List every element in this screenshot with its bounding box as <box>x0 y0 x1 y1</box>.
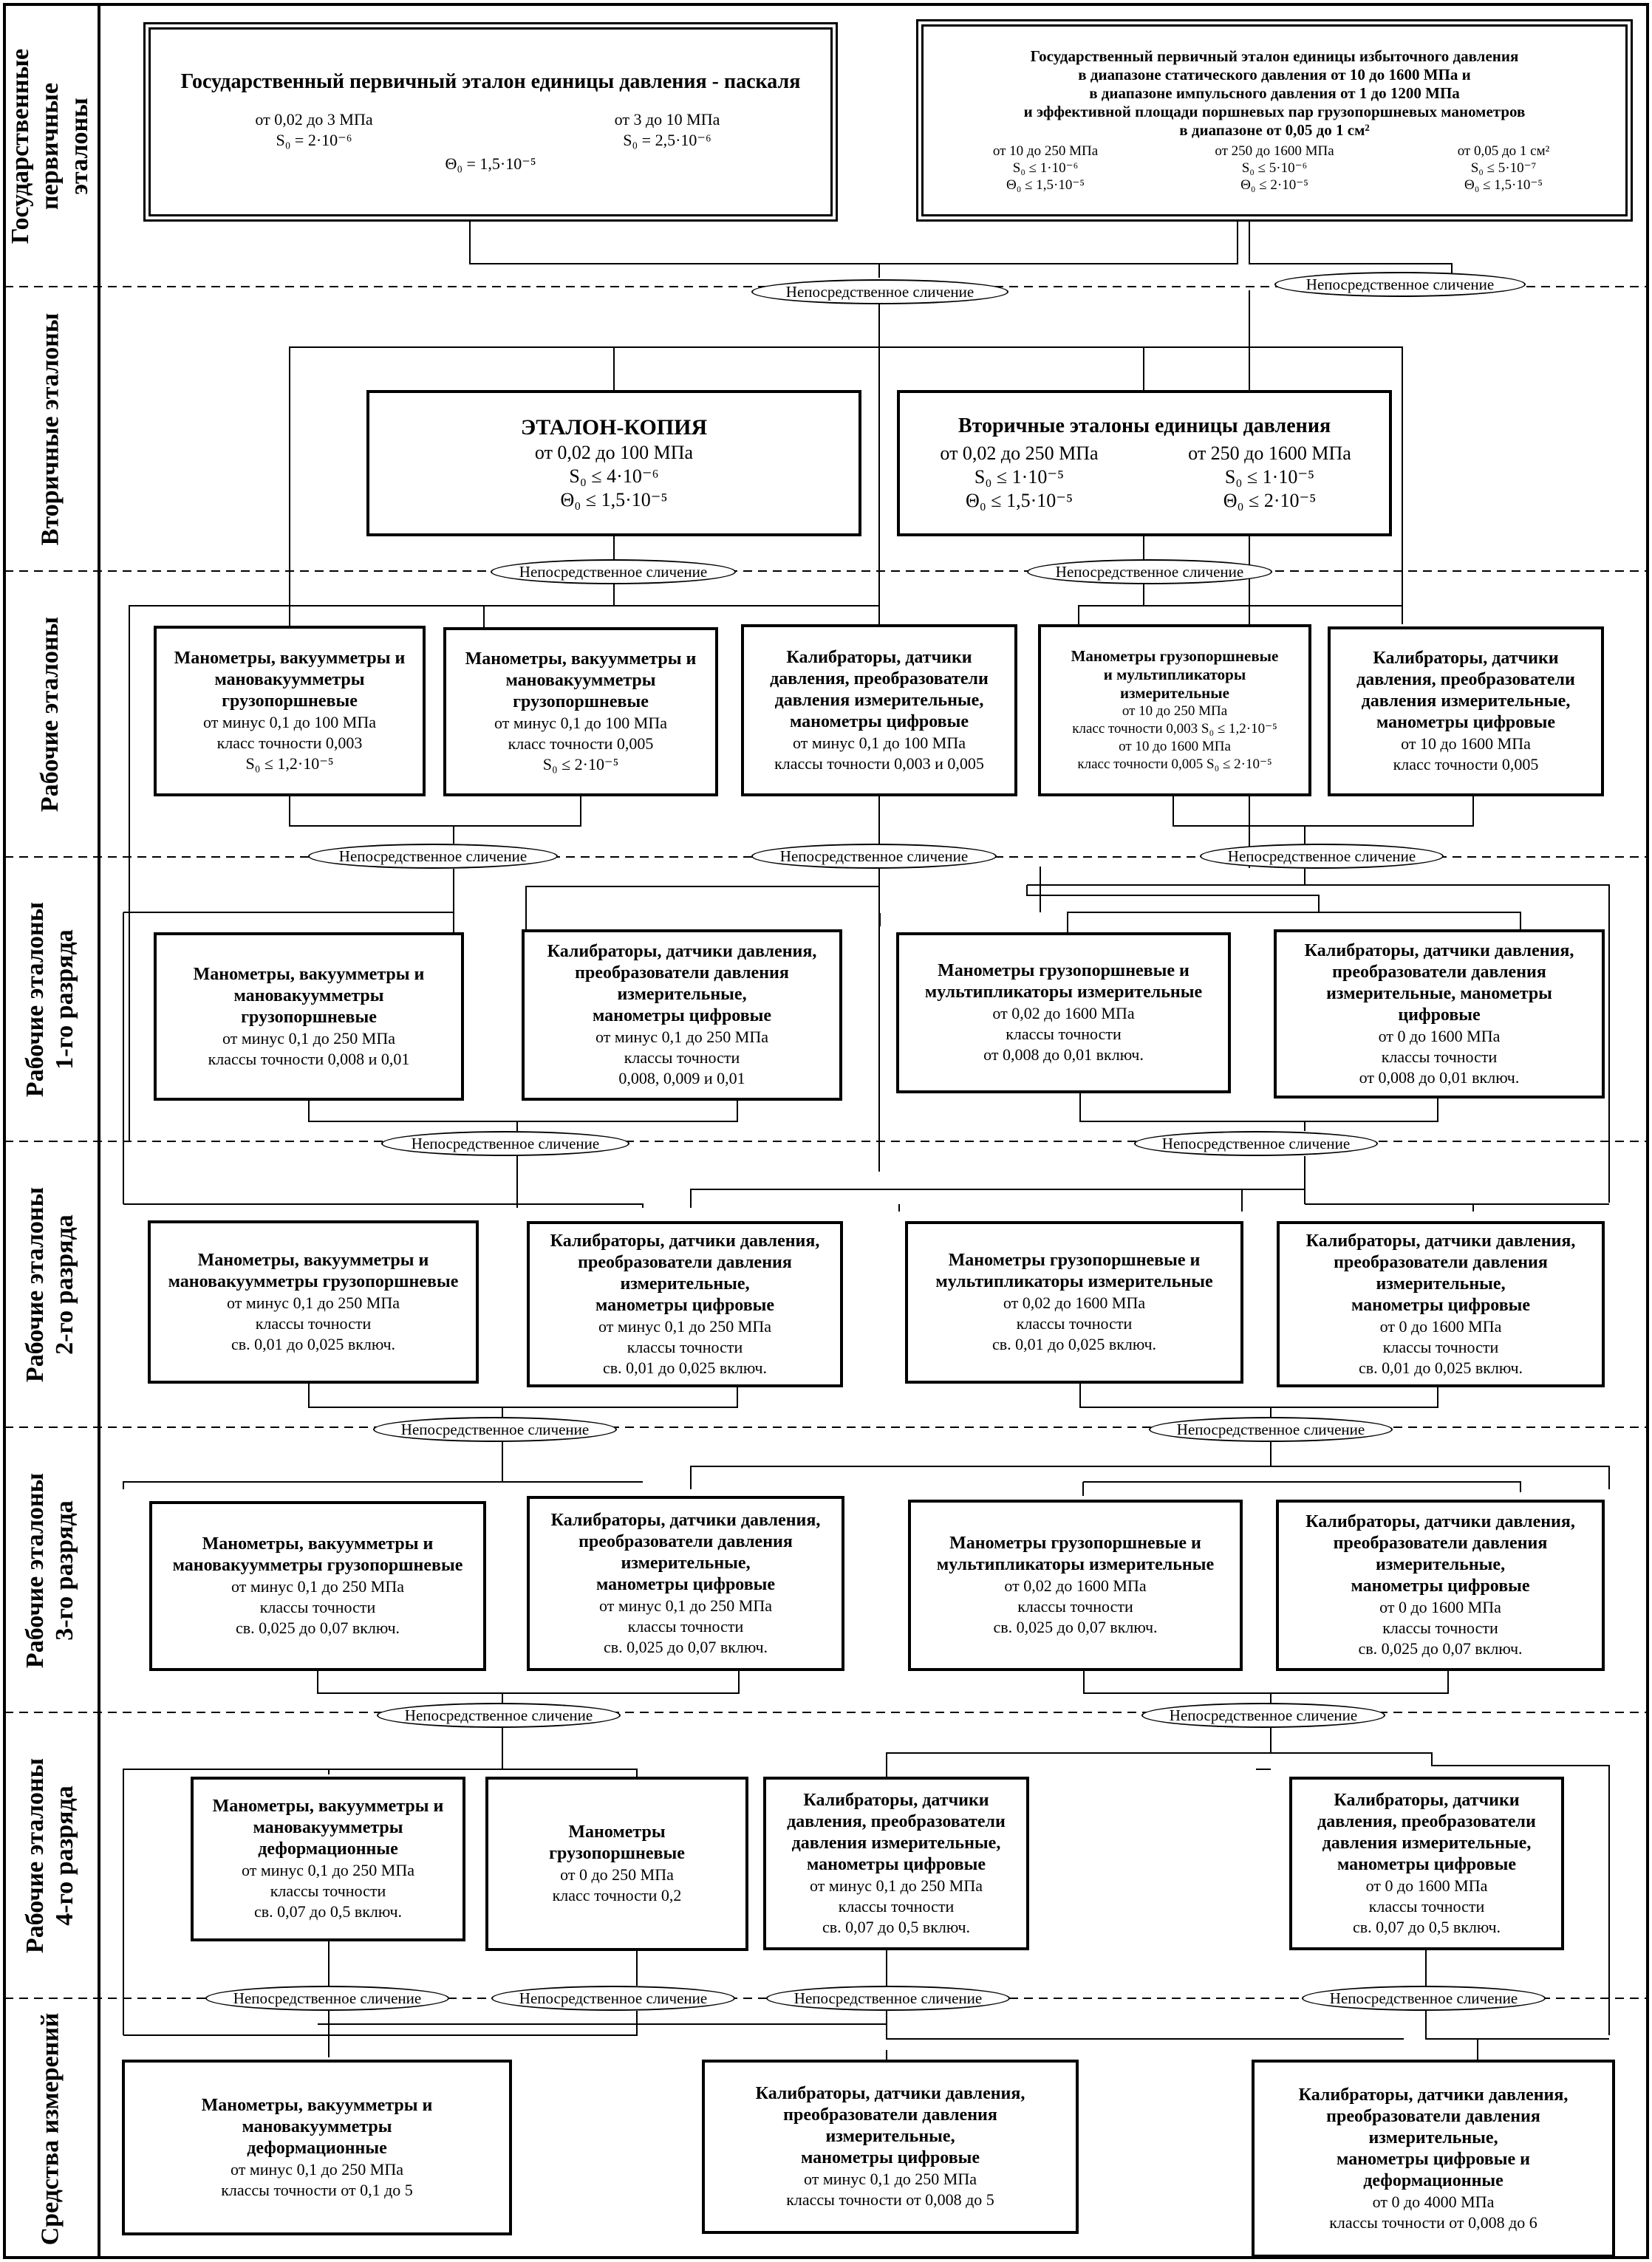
instruments-deformation-gauges: Манометры, вакуумметры и мановакуумметры… <box>122 2060 512 2235</box>
working-calibrators-high-range: Калибраторы, датчики давления, преобразо… <box>1328 626 1604 796</box>
rank4-calibrators: Калибраторы, датчики давления, преобразо… <box>763 1777 1029 1950</box>
connector-lines <box>123 222 1610 2060</box>
level-label-rank1: Рабочие эталоны 1-го разряда <box>21 901 78 1098</box>
level-label-secondary: Вторичные эталоны <box>36 312 64 546</box>
working-deadweight-multipliers: Манометры грузопоршневые и мультипликато… <box>1038 624 1311 796</box>
comparison-label: Непосредственное сличение <box>381 1131 629 1156</box>
level-label-rank4: Рабочие эталоны 4-го разряда <box>21 1757 78 1954</box>
rank1-calibrators: Калибраторы, датчики давления, преобразо… <box>522 929 842 1101</box>
primary-excess-title: Государственный первичный эталон единицы… <box>1023 47 1526 139</box>
working-deadweight-gauges-0005: Манометры, вакуумметры и мановакуумметры… <box>443 627 718 796</box>
comparison-label: Непосредственное сличение <box>1149 1417 1393 1442</box>
comparison-label: Непосредственное сличение <box>1274 272 1526 297</box>
rank2-calibrators: Калибраторы, датчики давления, преобразо… <box>527 1221 843 1387</box>
comparison-label: Непосредственное сличение <box>1302 1986 1546 2011</box>
rank3-deadweight-gauges: Манометры, вакуумметры и мановакуумметры… <box>149 1501 486 1671</box>
rank1-deadweight-gauges: Манометры, вакуумметры и мановакуумметры… <box>154 932 464 1101</box>
instruments-calibrators-deformation: Калибраторы, датчики давления, преобразо… <box>1252 2060 1615 2258</box>
level-label-primary: Государственные первичные эталоны <box>7 48 94 244</box>
comparison-label: Непосредственное сличение <box>766 1986 1010 2011</box>
comparison-label: Непосредственное сличение <box>308 844 558 869</box>
primary-standard-pascal: Государственный первичный эталон единицы… <box>143 22 838 222</box>
instruments-calibrators: Калибраторы, датчики давления, преобразо… <box>702 2060 1079 2234</box>
primary-excess-params: от 10 до 250 МПа S₀ ≤ 1·10⁻⁶ Θ₀ ≤ 1,5·10… <box>992 143 1550 193</box>
level-label-instruments: Средства измерений <box>36 2012 64 2245</box>
secondary-standard-copy: ЭТАЛОН-КОПИЯ от 0,02 до 100 МПа S₀ ≤ 4·1… <box>366 390 861 536</box>
rank3-calibrators-high-range: Калибраторы, датчики давления, преобразо… <box>1276 1500 1605 1671</box>
rank1-deadweight-multipliers: Манометры грузопоршневые и мультипликато… <box>896 932 1231 1093</box>
comparison-label: Непосредственное сличение <box>1141 1703 1385 1728</box>
primary-standard-excess-pressure: Государственный первичный эталон единицы… <box>916 19 1633 222</box>
rank2-deadweight-multipliers: Манометры грузопоршневые и мультипликато… <box>905 1221 1243 1384</box>
rank2-deadweight-gauges: Манометры, вакуумметры и мановакуумметры… <box>148 1220 479 1384</box>
rank3-calibrators: Калибраторы, датчики давления, преобразо… <box>527 1496 844 1671</box>
working-deadweight-gauges-0003: Манометры, вакуумметры и мановакуумметры… <box>154 626 426 796</box>
level-label-working: Рабочие эталоны <box>36 616 64 813</box>
comparison-label: Непосредственное сличение <box>751 844 997 869</box>
comparison-label: Непосредственное сличение <box>751 279 1008 304</box>
comparison-label: Непосредственное сличение <box>377 1703 621 1728</box>
comparison-label: Непосредственное сличение <box>1134 1131 1378 1156</box>
rank2-calibrators-high-range: Калибраторы, датчики давления, преобразо… <box>1277 1221 1605 1387</box>
rank4-deformation-gauges: Манометры, вакуумметры и мановакуумметры… <box>191 1777 465 1941</box>
secondary-copy-title: ЭТАЛОН-КОПИЯ <box>520 415 708 440</box>
comparison-label: Непосредственное сличение <box>1200 844 1444 869</box>
rank4-calibrators-high-range: Калибраторы, датчики давления, преобразо… <box>1289 1777 1564 1950</box>
secondary-standards-units: Вторичные эталоны единицы давления от 0,… <box>897 390 1392 536</box>
comparison-label: Непосредственное сличение <box>491 559 736 584</box>
level-label-rank2: Рабочие эталоны 2-го разряда <box>21 1186 78 1383</box>
comparison-label: Непосредственное сличение <box>491 1986 735 2011</box>
primary-pascal-title: Государственный первичный эталон единицы… <box>180 70 801 93</box>
primary-pascal-params: от 0,02 до 3 МПа от 3 до 10 МПа S₀ = 2·1… <box>255 110 720 149</box>
comparison-label: Непосредственное сличение <box>373 1417 617 1442</box>
outer-border <box>3 3 1649 2259</box>
rank4-deadweight-gauges: Манометры грузопоршневые от 0 до 250 МПа… <box>485 1777 748 1951</box>
level-label-rank3: Рабочие эталоны 3-го разряда <box>21 1472 78 1668</box>
working-calibrators: Калибраторы, датчики давления, преобразо… <box>741 624 1017 796</box>
comparison-label: Непосредственное сличение <box>205 1986 449 2011</box>
rank1-calibrators-high-range: Калибраторы, датчики давления, преобразо… <box>1274 929 1605 1098</box>
rank3-deadweight-multipliers: Манометры грузопоршневые и мультипликато… <box>908 1500 1243 1671</box>
level-dividers <box>4 286 1648 1999</box>
secondary-units-title: Вторичные эталоны единицы давления <box>958 414 1331 437</box>
comparison-label: Непосредственное сличение <box>1027 559 1272 584</box>
